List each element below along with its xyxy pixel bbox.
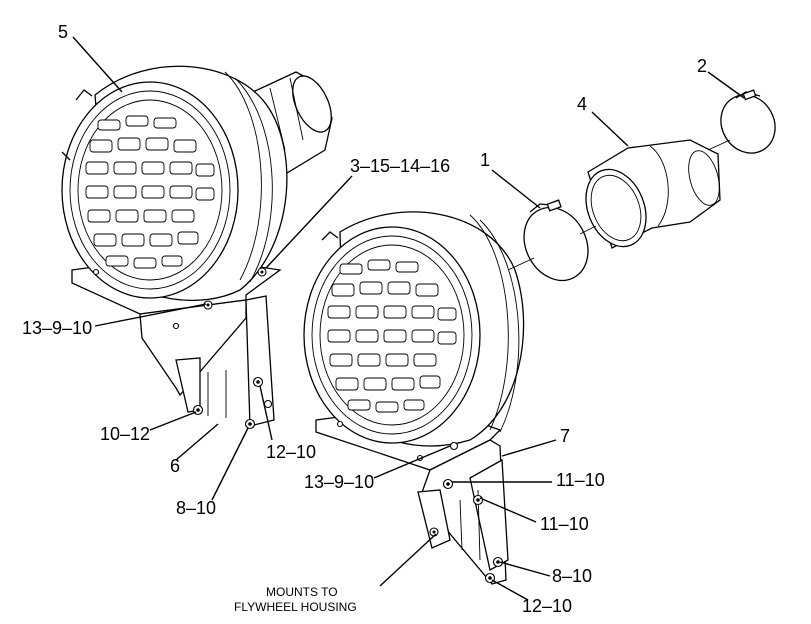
clamp-1 xyxy=(523,199,589,282)
callout-7: 7 xyxy=(560,426,570,446)
note-line-1: MOUNTS TO xyxy=(266,585,338,599)
right-grille xyxy=(327,259,457,413)
adapter-4 xyxy=(585,139,721,249)
left-air-cleaner-assembly xyxy=(61,65,333,430)
callout-11-10-a: 11–10 xyxy=(556,470,605,490)
leader-lines xyxy=(72,36,745,601)
callout-13-9-10-left: 13–9–10 xyxy=(22,318,92,338)
clamp-2 xyxy=(720,89,776,154)
right-bolts xyxy=(336,420,504,584)
right-cleaner-housing xyxy=(303,211,525,447)
callout-12-10-left: 12–10 xyxy=(266,442,316,462)
alignment-lines xyxy=(507,139,731,271)
callout-10-12: 10–12 xyxy=(100,424,150,444)
callout-13-9-10-right: 13–9–10 xyxy=(304,472,374,492)
callout-5: 5 xyxy=(58,22,68,42)
left-grille xyxy=(85,115,215,269)
left-bolts xyxy=(92,267,273,430)
callout-2: 2 xyxy=(697,56,707,76)
callout-12-10-right: 12–10 xyxy=(522,596,572,616)
callout-6: 6 xyxy=(170,456,180,476)
callout-3-15-14-16: 3–15–14–16 xyxy=(350,156,450,176)
callout-11-10-b: 11–10 xyxy=(540,514,589,534)
callout-1: 1 xyxy=(480,150,490,170)
left-cleaner-housing xyxy=(61,65,288,301)
note-line-2: FLYWHEEL HOUSING xyxy=(234,600,357,614)
callout-8-10-left: 8–10 xyxy=(176,498,216,518)
callout-4: 4 xyxy=(577,94,587,114)
callout-labels: 5 3–15–14–16 13–9–10 10–12 6 12–10 8–10 … xyxy=(22,22,707,616)
right-air-cleaner-assembly xyxy=(303,211,525,585)
callout-8-10-right: 8–10 xyxy=(552,566,592,586)
